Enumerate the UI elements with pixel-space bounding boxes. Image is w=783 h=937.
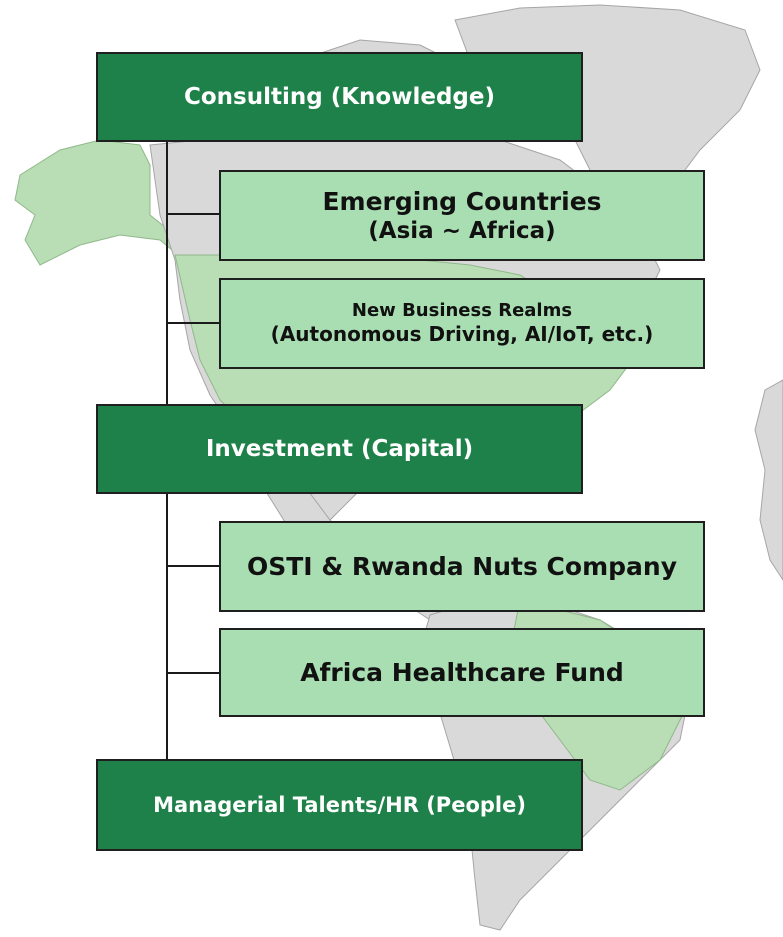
connector-branch-healthcare	[166, 672, 220, 674]
new-business-realms-box: New Business Realms (Autonomous Driving,…	[219, 278, 705, 369]
africa-healthcare-label: Africa Healthcare Fund	[300, 657, 624, 687]
connector-branch-new-business	[166, 322, 220, 324]
managerial-talents-box: Managerial Talents/HR (People)	[96, 759, 583, 851]
investment-label: Investment (Capital)	[205, 435, 474, 462]
connector-branch-osti	[166, 565, 220, 567]
consulting-box: Consulting (Knowledge)	[96, 52, 583, 142]
europe-africa-edge-shape	[754, 379, 783, 581]
emerging-countries-line2: (Asia ~ Africa)	[368, 217, 556, 244]
emerging-countries-box: Emerging Countries (Asia ~ Africa)	[219, 170, 705, 261]
managerial-talents-label: Managerial Talents/HR (People)	[153, 792, 526, 817]
connector-branch-emerging	[166, 213, 220, 215]
osti-rwanda-label: OSTI & Rwanda Nuts Company	[247, 551, 677, 581]
africa-healthcare-box: Africa Healthcare Fund	[219, 628, 705, 717]
emerging-countries-line1: Emerging Countries	[322, 186, 602, 216]
new-business-realms-line1: New Business Realms	[351, 299, 573, 321]
osti-rwanda-box: OSTI & Rwanda Nuts Company	[219, 521, 705, 612]
investment-box: Investment (Capital)	[96, 404, 583, 494]
consulting-label: Consulting (Knowledge)	[183, 83, 495, 110]
new-business-realms-line2: (Autonomous Driving, AI/IoT, etc.)	[270, 322, 654, 347]
